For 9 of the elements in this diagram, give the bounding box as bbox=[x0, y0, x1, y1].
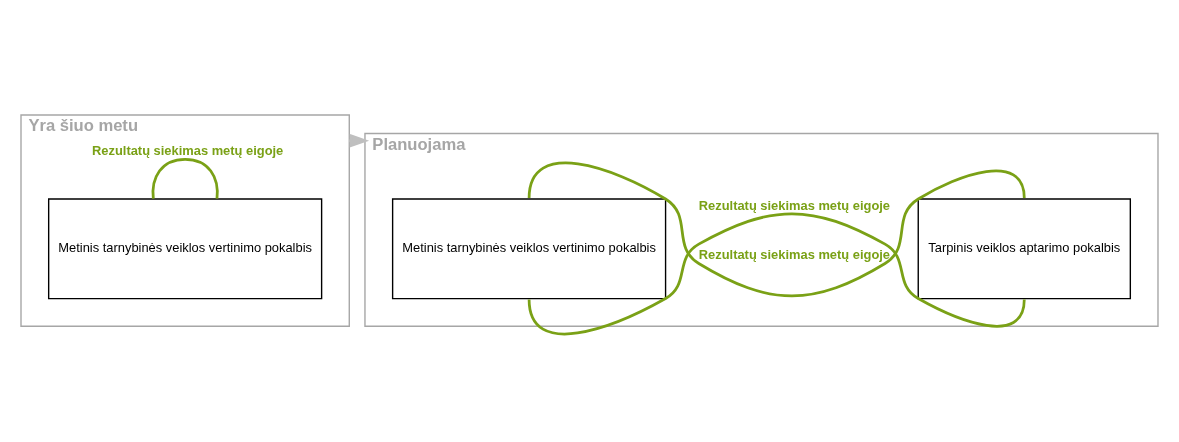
edge-label: Rezultatų siekimas metų eigoje bbox=[698, 198, 891, 214]
connector bbox=[527, 212, 1026, 336]
node-box: Metinis tarnybinės veiklos vertinimo pokalbis bbox=[391, 198, 667, 300]
edge-label: Rezultatų siekimas metų eigoje bbox=[698, 247, 891, 263]
connector bbox=[151, 157, 219, 199]
node-box: Metinis tarnybinės veiklos vertinimo pokalbis bbox=[48, 198, 323, 300]
connector bbox=[527, 161, 1026, 298]
edge-label: Rezultatų siekimas metų eigoje bbox=[92, 142, 284, 158]
node-box: Tarpinis veiklos aptarimo pokalbis bbox=[917, 198, 1131, 300]
